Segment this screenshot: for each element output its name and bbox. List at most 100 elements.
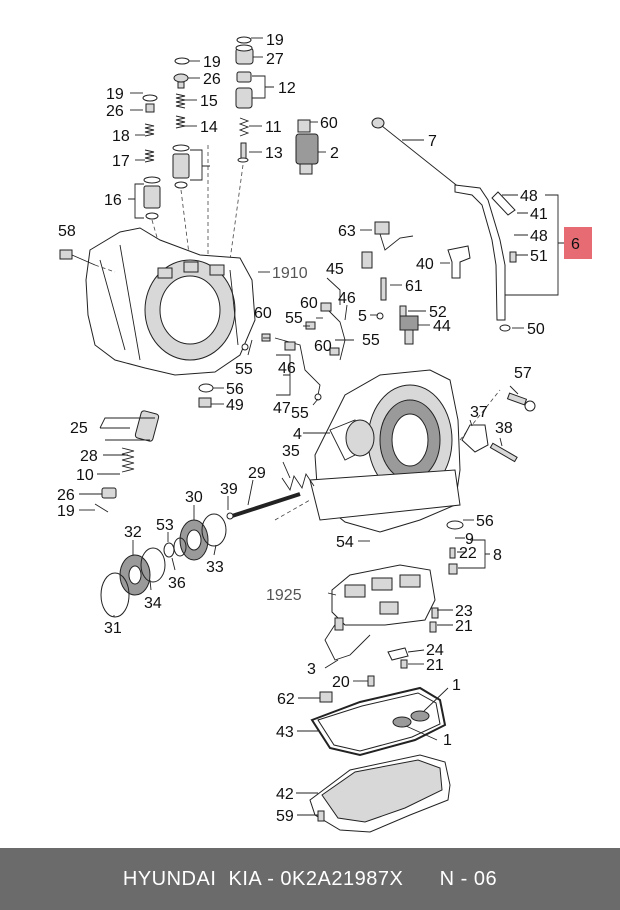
callout-48: 48 (530, 228, 548, 245)
callout-2: 2 (330, 145, 339, 162)
callout-46: 46 (338, 290, 356, 307)
exploded-parts-diagram: 19 27 12 11 13 19 26 15 14 13 19 26 18 1… (57, 32, 592, 833)
accumulator-stack (94, 410, 160, 513)
callout-51: 51 (530, 248, 548, 265)
shaft-assembly (226, 472, 315, 520)
callout-60: 60 (314, 338, 332, 355)
callout-62: 62 (277, 691, 295, 708)
callout-21: 21 (426, 657, 444, 674)
oil-pan-gasket (310, 686, 447, 757)
callout-1: 1 (452, 677, 461, 694)
callout-61: 61 (405, 278, 423, 295)
callout-38: 38 (495, 420, 513, 437)
callout-26: 26 (106, 103, 124, 120)
callout-labels: 19 27 12 11 13 19 26 15 14 13 19 26 18 1… (57, 32, 580, 825)
callout-56: 56 (476, 513, 494, 530)
footer-page: N - 06 (439, 867, 498, 890)
footer-gap (403, 868, 439, 891)
footer-bar: HYUNDAI KIA - 0K2A21987X N - 06 (0, 848, 620, 910)
callout-3: 3 (307, 661, 316, 678)
callout-26: 26 (203, 71, 221, 88)
callout-44: 44 (433, 318, 451, 335)
callout-10: 10 (76, 467, 94, 484)
callout-7: 7 (428, 133, 437, 150)
callout-49: 49 (226, 397, 244, 414)
callout-17: 17 (112, 153, 130, 170)
callout-30: 30 (185, 489, 203, 506)
callout-57: 57 (514, 365, 532, 382)
callout-48: 48 (520, 188, 538, 205)
callout-32: 32 (124, 524, 142, 541)
transaxle-case-main (274, 369, 501, 533)
callout-63: 63 (338, 223, 356, 240)
callout-33: 33 (206, 559, 224, 576)
callout-50: 50 (527, 321, 545, 338)
callout-25: 25 (70, 420, 88, 437)
callout-19: 19 (106, 86, 124, 103)
callout-46: 46 (278, 360, 296, 377)
callout-11: 11 (265, 119, 282, 136)
callout-23: 23 (455, 603, 473, 620)
callout-43: 43 (276, 724, 294, 741)
callout-60: 60 (254, 305, 272, 322)
callout-12: 12 (278, 80, 296, 97)
callout-16: 16 (104, 192, 122, 209)
callout-55: 55 (291, 405, 309, 422)
transaxle-case-left (85, 227, 256, 376)
callout-56: 56 (226, 381, 244, 398)
callout-58: 58 (58, 223, 76, 240)
callout-28: 28 (80, 448, 98, 465)
bracket-parts (461, 392, 536, 463)
callout-36: 36 (168, 575, 186, 592)
callout-55: 55 (285, 310, 303, 327)
top-parts-stack (142, 36, 319, 266)
callout-5: 5 (358, 308, 367, 325)
callout-35: 35 (282, 443, 300, 460)
callout-14: 14 (200, 119, 218, 136)
plug-62 (319, 691, 333, 703)
callout-6: 6 (571, 236, 580, 253)
footer-brand-part: HYUNDAI KIA - 0K2A21987X (122, 867, 404, 890)
callout-26: 26 (57, 487, 75, 504)
callout-53: 53 (156, 517, 174, 534)
callout-19: 19 (57, 503, 75, 520)
callout-59: 59 (276, 808, 294, 825)
callout-8: 8 (493, 547, 502, 564)
callout-41: 41 (530, 206, 548, 223)
gear-set (100, 513, 227, 618)
leader-lines (79, 37, 565, 816)
callout-55: 55 (235, 361, 253, 378)
callout-45: 45 (326, 261, 344, 278)
callout-40: 40 (416, 256, 434, 273)
bolt-58 (59, 249, 116, 273)
valve-body (324, 547, 458, 687)
callout-19: 19 (203, 54, 221, 71)
callout-1: 1 (443, 732, 452, 749)
harness-parts (261, 302, 384, 401)
callout-27: 27 (266, 51, 284, 68)
callout-52: 52 (429, 304, 447, 321)
callout-18: 18 (112, 128, 130, 145)
callout-15: 15 (200, 93, 218, 110)
callout-24: 24 (426, 642, 444, 659)
callout-22: 22 (459, 545, 477, 562)
callout-47: 47 (273, 400, 291, 417)
callout-4: 4 (293, 426, 302, 443)
highlight-box-6 (564, 227, 592, 259)
callout-9: 9 (465, 531, 474, 548)
callout-13: 13 (265, 145, 283, 162)
callout-1925: 1925 (266, 587, 302, 604)
callout-54: 54 (336, 534, 354, 551)
dipstick-assembly (371, 117, 517, 332)
sensors-cluster (361, 221, 471, 345)
callout-60: 60 (300, 295, 318, 312)
callout-31: 31 (104, 620, 122, 637)
callout-55: 55 (362, 332, 380, 349)
callout-42: 42 (276, 786, 294, 803)
callout-21: 21 (455, 618, 473, 635)
callout-39: 39 (220, 481, 238, 498)
callout-34: 34 (144, 595, 162, 612)
callout-29: 29 (248, 465, 266, 482)
plug-parts-left (198, 383, 464, 530)
callout-19: 19 (266, 32, 284, 49)
